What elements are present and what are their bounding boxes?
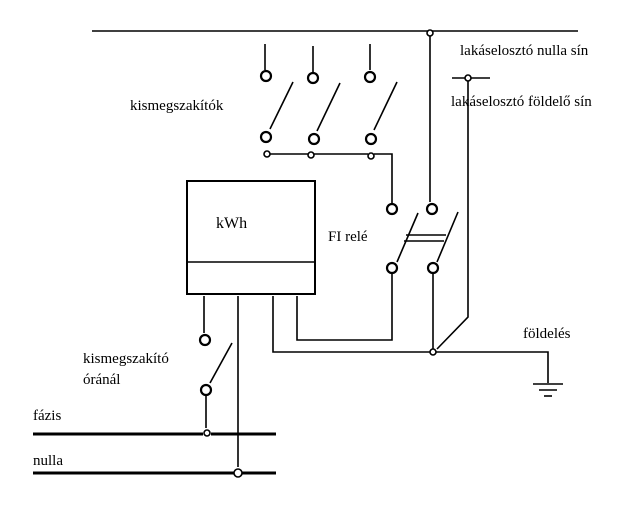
rcd-label: FI relé <box>328 229 368 245</box>
meter-circuit-breaker <box>198 296 233 437</box>
rcd-switch <box>385 202 459 275</box>
ground-junction-terminal <box>429 348 437 356</box>
phase-label: fázis <box>33 408 61 424</box>
ground-wire <box>436 351 549 383</box>
neutral-label: nulla <box>33 453 63 469</box>
neutral-junction-terminal <box>233 468 243 478</box>
earth-bus-label: lakáselosztó földelő sín <box>451 94 592 110</box>
meter-neutral-out-wire <box>272 296 430 353</box>
breakers-label: kismegszakítók <box>130 98 224 114</box>
circuit-breaker-2 <box>306 46 341 159</box>
breaker-to-rcd-wire <box>374 153 393 203</box>
meter-label: kWh <box>216 215 247 232</box>
circuit-breaker-3 <box>363 44 398 160</box>
grounding-label: földelés <box>523 326 571 342</box>
circuit-breaker-1 <box>259 44 294 158</box>
neutral-bus-terminal <box>426 29 434 37</box>
earth-bus-wire <box>436 81 469 350</box>
meter-breaker-label-line1: kismegszakító <box>83 351 169 367</box>
meter-breaker-label-line2: óránál <box>83 372 120 388</box>
ground-symbol <box>533 383 563 397</box>
rcd-phase-in-wire <box>296 273 393 341</box>
kwh-meter <box>186 180 316 295</box>
neutral-bus-label: lakáselosztó nulla sín <box>460 43 589 59</box>
earth-bus-terminal <box>464 74 472 82</box>
